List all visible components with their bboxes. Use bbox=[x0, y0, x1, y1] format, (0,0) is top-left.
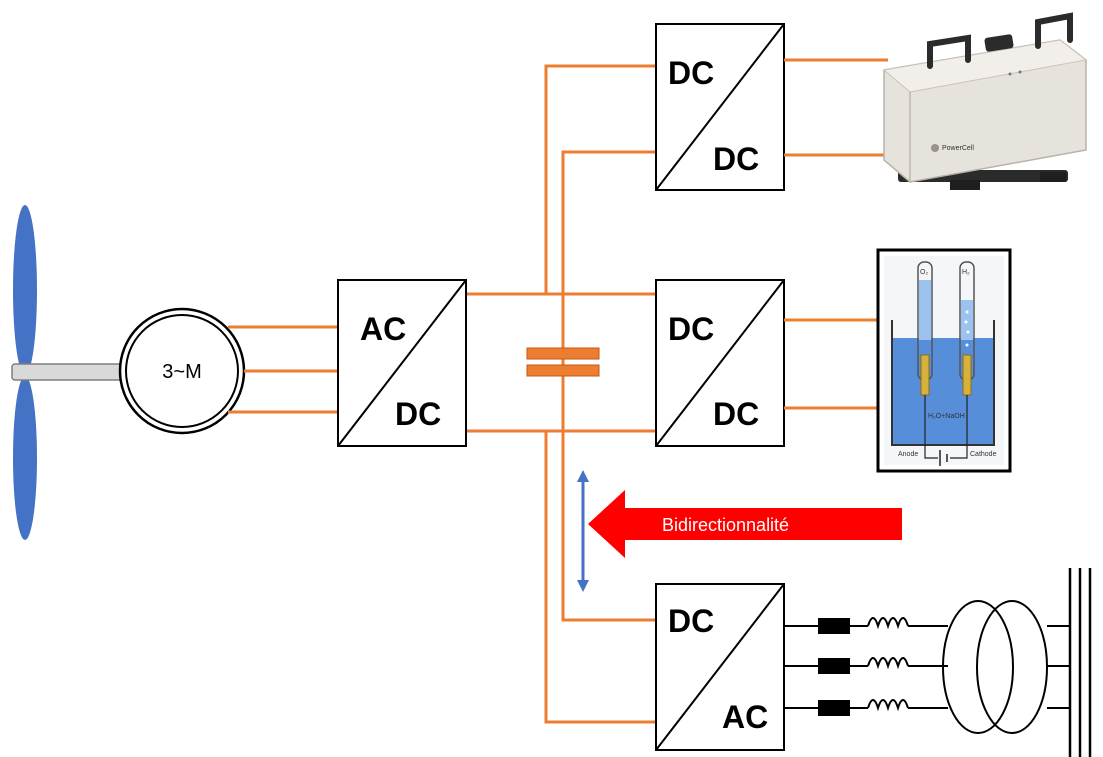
converter-grid-top-label: DC bbox=[668, 603, 714, 639]
motor-phase-wires bbox=[228, 327, 338, 412]
bidirectional-double-arrow bbox=[577, 470, 589, 592]
cathode-label: Cathode bbox=[970, 451, 997, 458]
converter-electrolyzer-top-label: DC bbox=[668, 311, 714, 347]
electrolyzer-image: H₂O+NaOH Anode Cathode O₂ H₂ bbox=[878, 250, 1010, 471]
electrolyte-liquid bbox=[893, 338, 993, 444]
turbine-blade-lower bbox=[13, 376, 37, 540]
o2-label: O₂ bbox=[920, 269, 928, 276]
motor-label: 3~M bbox=[162, 361, 201, 383]
svg-text:PowerCell: PowerCell bbox=[942, 145, 974, 152]
converter-battery-bottom-label: DC bbox=[713, 141, 759, 177]
electrolyzer-wires bbox=[784, 320, 888, 408]
converter-ac-dc: AC DC bbox=[338, 280, 466, 446]
generator-motor: 3~M bbox=[120, 309, 244, 433]
converter-battery-top-label: DC bbox=[668, 55, 714, 91]
wind-turbine bbox=[12, 205, 128, 540]
turbine-blade-upper bbox=[13, 205, 37, 375]
converter-dc-ac-grid: DC AC bbox=[656, 584, 784, 750]
battery-module-image: PowerCell bbox=[884, 16, 1086, 190]
converter-dc-dc-battery: DC DC bbox=[656, 24, 784, 190]
converter-dc-dc-electrolyzer: DC DC bbox=[656, 280, 784, 446]
converter-ac-dc-top-label: AC bbox=[360, 311, 406, 347]
converter-ac-dc-bottom-label: DC bbox=[395, 396, 441, 432]
anode-label: Anode bbox=[898, 451, 918, 458]
turbine-shaft bbox=[12, 364, 128, 380]
bidirectionality-arrow: Bidirectionnalité bbox=[588, 490, 902, 558]
battery-wires bbox=[784, 60, 888, 155]
dc-bus-wires bbox=[466, 66, 656, 722]
converter-grid-bottom-label: AC bbox=[722, 699, 768, 735]
converter-electrolyzer-bottom-label: DC bbox=[713, 396, 759, 432]
h2-label: H₂ bbox=[962, 269, 970, 276]
grid-transformer bbox=[943, 601, 1070, 733]
bidirectionality-label: Bidirectionnalité bbox=[662, 515, 789, 535]
electrolyte-label: H₂O+NaOH bbox=[928, 413, 965, 420]
grid-output-wires bbox=[784, 626, 822, 708]
grid-inductors bbox=[868, 618, 948, 708]
grid-busbars bbox=[1070, 568, 1090, 757]
grid-resistors bbox=[818, 618, 868, 716]
